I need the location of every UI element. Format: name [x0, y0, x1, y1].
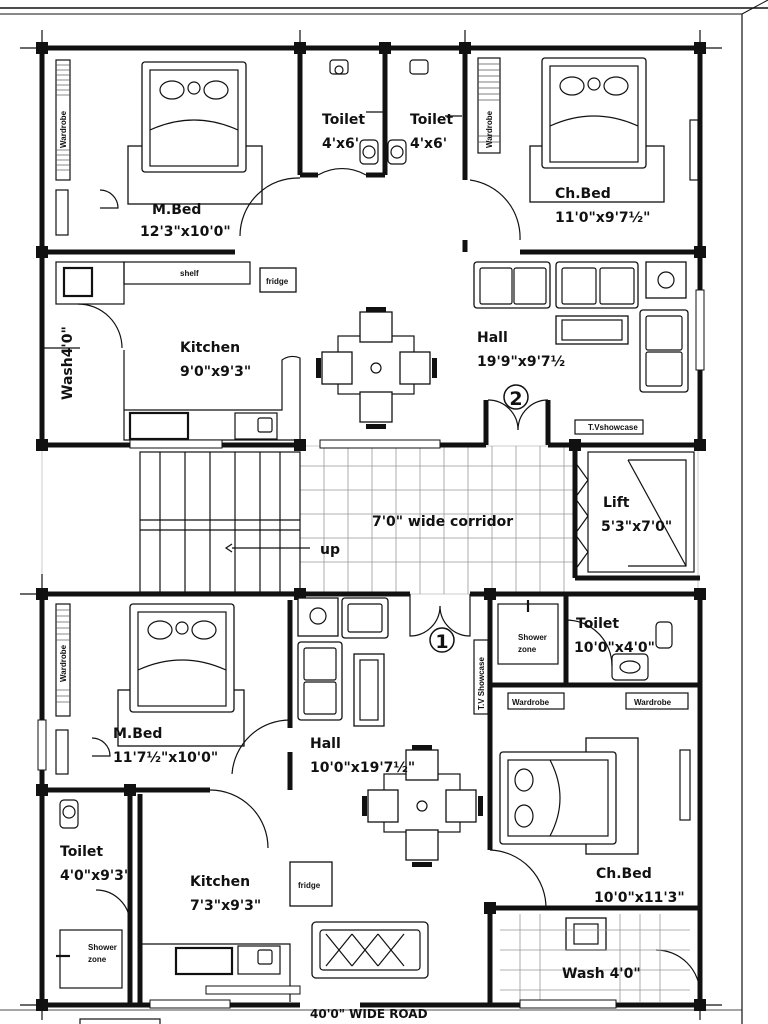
hall-bottom-furniture — [297, 594, 489, 979]
fridge-top-label: fridge — [266, 277, 289, 286]
wash-bottom — [500, 914, 701, 1002]
mbed-top-name: M.Bed — [152, 202, 201, 218]
unit-marker-2: 2 — [503, 384, 529, 410]
corridor-label: 7'0" wide corridor — [372, 514, 513, 530]
chbed-top-furniture — [469, 57, 699, 241]
columns-top — [20, 30, 722, 451]
wardrobe-bottom-mid-2-label: Wardrobe — [634, 698, 672, 707]
toilet-bottom-right-name: Toilet — [576, 616, 619, 632]
kitchen-top-size: 9'0"x9'3" — [180, 364, 251, 380]
kitchen-bottom-size: 7'3"x9'3" — [190, 898, 261, 914]
mbed-bottom-size: 11'7½"x10'0" — [113, 750, 218, 766]
mbed-bottom-name: M.Bed — [113, 726, 162, 742]
wardrobe-top-left-label: Wardrobe — [59, 110, 68, 148]
toilet-bottom-right-fixtures — [497, 600, 689, 710]
toilet-top-1-name: Toilet — [322, 112, 365, 128]
unit-2-number: 2 — [509, 388, 522, 410]
toilets-top-fixtures — [317, 59, 462, 176]
shower-zone-right-line1: Shower — [518, 633, 547, 642]
unit-marker-1: 1 — [429, 627, 455, 653]
chbed-bottom-furniture — [489, 737, 691, 909]
mbed-top-size: 12'3"x10'0" — [140, 224, 231, 240]
toilet-top-2-name: Toilet — [410, 112, 453, 128]
dining-top — [316, 307, 437, 429]
shower-zone-right-line2: zone — [518, 645, 537, 654]
shower-zone-left-line2: zone — [88, 955, 107, 964]
wardrobe-bottom-mid-1-label: Wardrobe — [512, 698, 550, 707]
kitchen-top-name: Kitchen — [180, 340, 240, 356]
wardrobe-top-right-label: Wardrobe — [485, 110, 494, 148]
stair-up-label: up — [320, 542, 340, 558]
unit-1-number: 1 — [435, 631, 448, 653]
kitchen-top-furniture — [42, 261, 301, 441]
toilet-bottom-left-name: Toilet — [60, 844, 103, 860]
hall-bottom-size: 10'0"x19'7½" — [310, 760, 415, 776]
wash-bottom-label: Wash 4'0" — [562, 966, 641, 982]
chbed-bottom-size: 10'0"x11'3" — [594, 890, 685, 906]
windows — [37, 289, 705, 1009]
wash-top-label: Wash4'0" — [60, 326, 76, 400]
lift-name: Lift — [603, 495, 630, 511]
shelf-label: shelf — [180, 269, 199, 278]
staircase — [139, 451, 310, 593]
hall-top-size: 19'9"x9'7½ — [477, 354, 565, 370]
tv-showcase-bottom-label: T.V Showcase — [477, 657, 486, 710]
hall-top-name: Hall — [477, 330, 508, 346]
lift-size: 5'3"x7'0" — [601, 519, 672, 535]
hall-bottom-name: Hall — [310, 736, 341, 752]
toilet-bottom-left-size: 4'0"x9'3" — [60, 868, 131, 884]
mbed-top-furniture — [55, 59, 301, 237]
columns-bottom — [20, 574, 722, 1020]
fridge-bottom-label: fridge — [298, 881, 321, 890]
tv-showcase-top-label: T.Vshowcase — [588, 423, 638, 432]
wardrobe-bottom-left-label: Wardrobe — [59, 644, 68, 682]
hall-top-furniture — [473, 261, 689, 435]
dining-bottom — [362, 745, 483, 867]
toilet-bottom-left-fixtures — [56, 799, 131, 989]
road-label: 40'0" WIDE ROAD — [310, 1007, 428, 1021]
chbed-bottom-name: Ch.Bed — [596, 866, 652, 882]
kitchen-bottom-furniture — [140, 789, 333, 1002]
toilet-bottom-right-size: 10'0"x4'0" — [574, 640, 655, 656]
kitchen-bottom-name: Kitchen — [190, 874, 250, 890]
chbed-top-name: Ch.Bed — [555, 186, 611, 202]
lift — [574, 451, 695, 573]
shower-zone-left-line1: Shower — [88, 943, 117, 952]
toilet-top-2-size: 4'x6' — [410, 136, 447, 152]
toilet-top-1-size: 4'x6' — [322, 136, 359, 152]
mbed-bottom-furniture — [55, 603, 291, 775]
chbed-top-size: 11'0"x9'7½" — [555, 210, 650, 226]
